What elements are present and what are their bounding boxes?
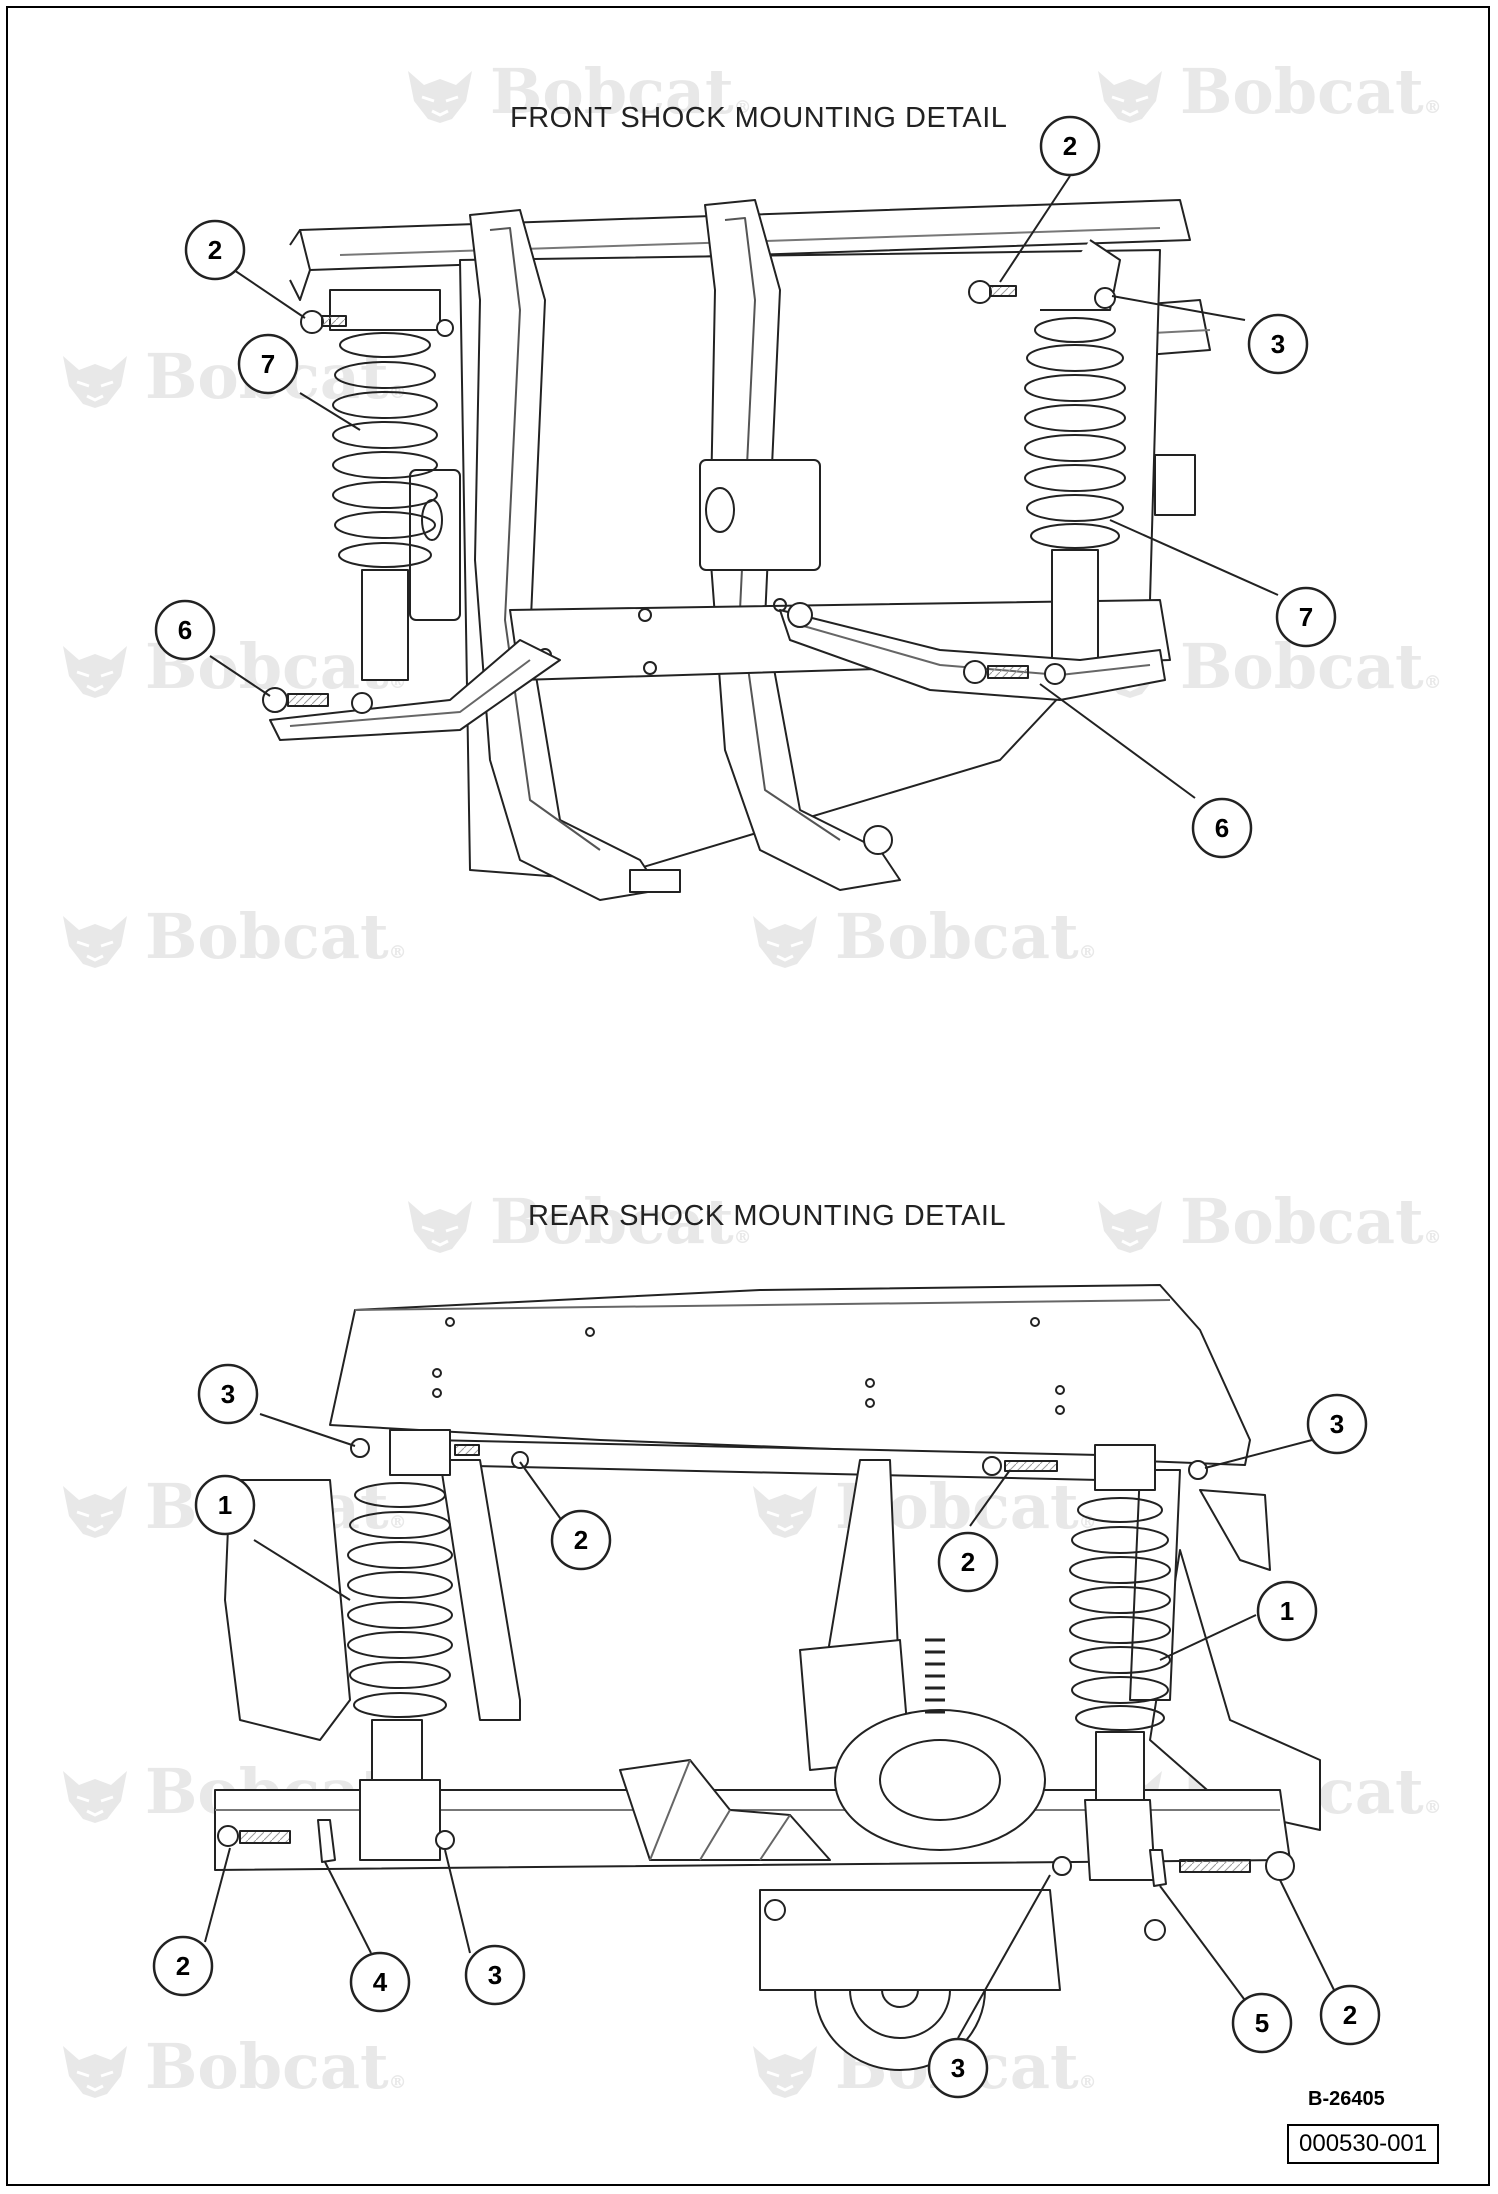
rear-right-coil-spring <box>1069 1497 1171 1731</box>
bobcat-logo-icon <box>1098 1201 1162 1253</box>
watermark-word: Bobcat <box>490 55 734 128</box>
callout-front-right-washer <box>1247 313 1309 375</box>
front-assembly <box>262 199 1211 901</box>
registered-mark: ® <box>1078 2072 1097 2093</box>
watermark-word: Bobcat <box>145 900 389 973</box>
watermark-word: Bobcat <box>1180 1185 1424 1258</box>
bobcat-logo-icon <box>63 916 127 968</box>
callout-label: 7 <box>261 349 275 379</box>
callout-label: 6 <box>1215 813 1229 843</box>
registered-mark: ® <box>733 1227 752 1248</box>
registered-mark: ® <box>1078 942 1097 963</box>
bobcat-logo-icon <box>1098 71 1162 123</box>
bobcat-logo-icon <box>408 1201 472 1253</box>
registered-mark: ® <box>388 2072 407 2093</box>
callout-label: 2 <box>574 1525 588 1555</box>
callout-front-right-pivot-bolt <box>1191 797 1253 859</box>
front-left-coil-spring <box>332 332 438 568</box>
bobcat-logo-icon <box>63 1486 127 1538</box>
registered-mark: ® <box>388 1512 407 1533</box>
watermark-text: Bobcat® <box>1180 1185 1442 1258</box>
watermark-text: Bobcat® <box>835 900 1097 973</box>
registered-mark: ® <box>1423 1227 1442 1248</box>
bobcat-logo-icon <box>63 1771 127 1823</box>
callout-rear-left-bottom-bolt <box>152 1935 214 1997</box>
callout-label: 2 <box>961 1547 975 1577</box>
registered-mark: ® <box>1423 1797 1442 1818</box>
callout-circles <box>152 115 1381 2099</box>
callout-label: 3 <box>1271 329 1285 359</box>
bobcat-logo-icon <box>63 646 127 698</box>
watermark-text: Bobcat® <box>490 55 752 128</box>
rear-title: REAR SHOCK MOUNTING DETAIL <box>528 1200 1007 1232</box>
callout-rear-left-washer <box>349 1951 411 2013</box>
watermark-text: Bobcat® <box>1180 55 1442 128</box>
registered-mark: ® <box>1423 97 1442 118</box>
bobcat-logo-icon <box>753 2046 817 2098</box>
callout-rear-left-bottom-nut <box>464 1944 526 2006</box>
watermark-text: Bobcat® <box>490 1185 752 1258</box>
bobcat-logo-icon <box>63 2046 127 2098</box>
callout-label: 2 <box>208 235 222 265</box>
callout-rear-left-top-bolt <box>550 1509 612 1571</box>
bobcat-logo-icon <box>63 356 127 408</box>
registered-mark: ® <box>1078 1512 1097 1533</box>
registered-mark: ® <box>1423 672 1442 693</box>
callout-label: 4 <box>373 1967 388 1997</box>
callout-label: 3 <box>488 1960 502 1990</box>
callout-rear-right-top-bolt <box>937 1531 999 1593</box>
rear-left-coil-spring <box>347 1482 453 1718</box>
callout-front-left-shock <box>237 333 299 395</box>
callout-labels: 2 7 6 2 3 7 6 3 1 2 2 3 1 2 4 3 3 5 2 <box>176 131 1357 2083</box>
callout-label: 1 <box>1280 1596 1294 1626</box>
watermark-text: Bobcat® <box>145 2030 407 2103</box>
callout-label: 7 <box>1299 602 1313 632</box>
callout-rear-left-shock <box>194 1474 256 1536</box>
registered-mark: ® <box>388 942 407 963</box>
bobcat-logo-icon <box>408 71 472 123</box>
callout-front-left-bolt <box>184 219 246 281</box>
watermark-word: Bobcat <box>1180 55 1424 128</box>
callout-front-right-shock <box>1275 586 1337 648</box>
callout-label: 3 <box>951 2053 965 2083</box>
callout-rear-right-washer <box>1231 1992 1293 2054</box>
callout-label: 6 <box>178 615 192 645</box>
callout-front-right-bolt <box>1039 115 1101 177</box>
page-frame <box>6 6 1490 2186</box>
figure-reference: B-26405 <box>1308 2088 1385 2110</box>
front-right-coil-spring <box>1024 317 1126 549</box>
watermark-word: Bobcat <box>490 1185 734 1258</box>
watermark-text: Bobcat® <box>145 900 407 973</box>
callout-rear-right-bottom-nut <box>927 2037 989 2099</box>
bobcat-logo-icon <box>753 1486 817 1538</box>
callout-front-left-pivot-bolt <box>154 599 216 661</box>
rear-assembly <box>214 1284 1321 2071</box>
callout-rear-right-bottom-bolt <box>1319 1984 1381 2046</box>
callout-leaders <box>204 175 1335 2039</box>
callout-label: 3 <box>1330 1409 1344 1439</box>
callout-label: 5 <box>1255 2008 1269 2038</box>
watermark-word: Bobcat <box>835 900 1079 973</box>
callout-rear-left-top-nut <box>197 1363 259 1425</box>
callout-label: 2 <box>1343 2000 1357 2030</box>
callout-label: 3 <box>221 1379 235 1409</box>
callout-rear-right-shock <box>1256 1580 1318 1642</box>
document-number: 000530-001 <box>1287 2124 1440 2164</box>
bobcat-logo-icon <box>753 916 817 968</box>
callout-label: 2 <box>1063 131 1077 161</box>
registered-mark: ® <box>733 97 752 118</box>
callout-rear-right-top-nut <box>1306 1393 1368 1455</box>
callout-label: 1 <box>218 1490 232 1520</box>
watermark-word: Bobcat <box>145 2030 389 2103</box>
callout-label: 2 <box>176 1951 190 1981</box>
front-title: FRONT SHOCK MOUNTING DETAIL <box>510 102 1008 134</box>
